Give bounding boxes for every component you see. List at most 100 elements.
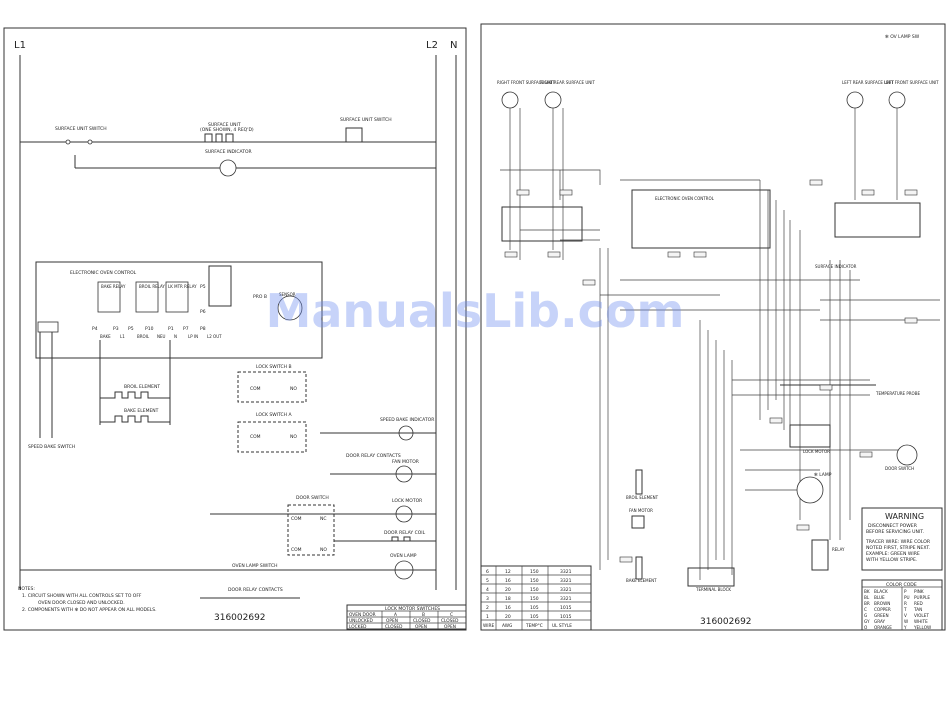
- rail-l1-label: L1: [14, 40, 26, 51]
- svg-text:6: 6: [486, 569, 489, 575]
- svg-text:3: 3: [486, 596, 489, 602]
- svg-text:ORANGE: ORANGE: [874, 625, 892, 630]
- svg-text:LOCKED: LOCKED: [349, 624, 367, 630]
- svg-text:CLOSED: CLOSED: [413, 618, 431, 624]
- svg-text:BR: BR: [864, 601, 870, 606]
- svg-text:NOTED FIRST, STRIPE NEXT.: NOTED FIRST, STRIPE NEXT.: [866, 545, 930, 551]
- svg-text:WIRE: WIRE: [483, 623, 495, 629]
- speed-bake-indicator-label: SPEED BAKE INDICATOR: [380, 417, 434, 423]
- svg-text:PU: PU: [904, 595, 910, 600]
- surface-indicator-lamp: [219, 159, 237, 177]
- pin-p8: P8: [200, 326, 206, 332]
- svg-text:105: 105: [530, 614, 539, 620]
- svg-text:A: A: [394, 612, 397, 618]
- svg-text:OPEN: OPEN: [415, 624, 427, 630]
- note-2: 2. COMPONENTS WITH ✻ DO NOT APPEAR ON AL…: [22, 607, 157, 613]
- rail-n-label: N: [450, 40, 457, 51]
- temperature-probe-label: TEMPERATURE PROBE: [875, 391, 920, 396]
- fan-motor-label-r: FAN MOTOR: [629, 508, 653, 513]
- lamp-label-r: ✻ LAMP: [814, 472, 832, 478]
- lock-motor-unit: [789, 424, 831, 448]
- lamp-symbol-r: [796, 476, 824, 504]
- lock-motor-label: LOCK MOTOR: [392, 498, 422, 504]
- broil-relay-box: [135, 281, 159, 313]
- svg-text:C: C: [450, 612, 453, 618]
- pin-neu: NEU: [157, 334, 166, 339]
- svg-text:OPEN: OPEN: [444, 624, 456, 630]
- lr-unit-label: LEFT REAR SURFACE UNIT: [842, 80, 894, 85]
- bake-element-label: BAKE ELEMENT: [124, 408, 159, 414]
- broil-element-label: BROIL ELEMENT: [124, 384, 160, 390]
- surface-switch-symbol: [345, 127, 363, 143]
- svg-text:16: 16: [505, 578, 511, 584]
- svg-text:PURPLE: PURPLE: [914, 595, 930, 600]
- bake-relay-box: [97, 281, 121, 313]
- lock-motor-switches-table: LOCK MOTOR SWITCHES OVEN DOOR A B C UNLO…: [346, 604, 467, 630]
- oven-lamp-label: OVEN LAMP: [390, 553, 417, 559]
- bake-element-terminals: [635, 556, 643, 580]
- pin-p4: P4: [92, 326, 98, 332]
- left-part-number: 316002692: [214, 613, 266, 623]
- svg-text:O: O: [864, 625, 868, 630]
- svg-text:18: 18: [505, 596, 511, 602]
- svg-text:BROWN: BROWN: [874, 601, 890, 606]
- door-switch-label-r: DOOR SWITCH: [885, 466, 914, 471]
- oven-lamp-switch-label: OVEN LAMP SWITCH: [232, 563, 278, 569]
- left-surface-switches: [834, 202, 921, 238]
- watermark-text: ManualsLib.com: [266, 284, 685, 338]
- warning-box: WARNING DISCONNECT POWER BEFORE SERVICIN…: [861, 507, 943, 571]
- door-switch-com: COM: [291, 516, 302, 522]
- svg-text:TEMP°C: TEMP°C: [525, 623, 543, 629]
- lock-switch-a: [237, 421, 307, 453]
- pin-p10: P10: [145, 326, 154, 332]
- svg-text:1015: 1015: [560, 605, 572, 611]
- lock-switch-b-label: LOCK SWITCH B: [256, 364, 292, 370]
- rf-unit-label: RIGHT FRONT SURFACE UNIT: [497, 80, 555, 85]
- svg-text:BL: BL: [864, 595, 870, 600]
- svg-text:20: 20: [505, 587, 511, 593]
- surface-switch-left-label: SURFACE UNIT SWITCH: [55, 126, 107, 132]
- door-switch: [287, 504, 335, 556]
- relay-label: RELAY: [832, 547, 845, 552]
- svg-text:150: 150: [530, 587, 539, 593]
- right-surface-switches: [501, 206, 583, 242]
- rail-l2-label: L2: [426, 40, 438, 51]
- wire-tags: [504, 179, 918, 563]
- svg-text:BLACK: BLACK: [874, 589, 888, 594]
- lock-table-title: LOCK MOTOR SWITCHES: [385, 606, 440, 612]
- speed-bake-switch-label: SPEED BAKE SWITCH: [28, 444, 75, 450]
- wire-harness: [500, 108, 940, 580]
- svg-text:W: W: [904, 619, 908, 624]
- svg-text:3321: 3321: [560, 569, 572, 575]
- fan-motor-unit: [631, 515, 645, 529]
- svg-text:BLUE: BLUE: [874, 595, 885, 600]
- svg-text:150: 150: [530, 569, 539, 575]
- p6-label: P6: [200, 309, 206, 315]
- surface-unit-element: [200, 133, 240, 143]
- svg-text:WHITE: WHITE: [914, 619, 928, 624]
- pin-lp-in: LP IN: [188, 334, 198, 339]
- svg-text:V: V: [904, 613, 907, 618]
- color-code-title: COLOR CODE: [886, 582, 917, 588]
- svg-text:105: 105: [530, 605, 539, 611]
- electronic-oven-control-box: [35, 261, 323, 359]
- svg-text:1015: 1015: [560, 614, 572, 620]
- svg-text:G: G: [864, 613, 867, 618]
- surface-unit-label: SURFACE UNIT: [208, 122, 241, 128]
- door-relay-coil-label: DOOR RELAY COIL: [384, 530, 426, 536]
- svg-text:UNLOCKED: UNLOCKED: [349, 618, 374, 624]
- svg-text:T: T: [903, 607, 907, 612]
- lock-switch-b: [237, 371, 307, 403]
- switch-contact: [87, 139, 93, 145]
- surface-switch-right-label: SURFACE UNIT SWITCH: [340, 117, 392, 123]
- pin-n: N: [174, 334, 177, 339]
- pin-p3: P3: [113, 326, 119, 332]
- eoc-box-label: ELECTRONIC OVEN CONTROL: [655, 196, 715, 201]
- lf-unit-label: LEFT FRONT SURFACE UNIT: [884, 80, 939, 85]
- lock-a-no: NO: [290, 434, 297, 440]
- svg-text:B: B: [422, 612, 425, 618]
- svg-text:150: 150: [530, 596, 539, 602]
- pin-p5: P5: [128, 326, 134, 332]
- svg-text:Y: Y: [903, 625, 907, 630]
